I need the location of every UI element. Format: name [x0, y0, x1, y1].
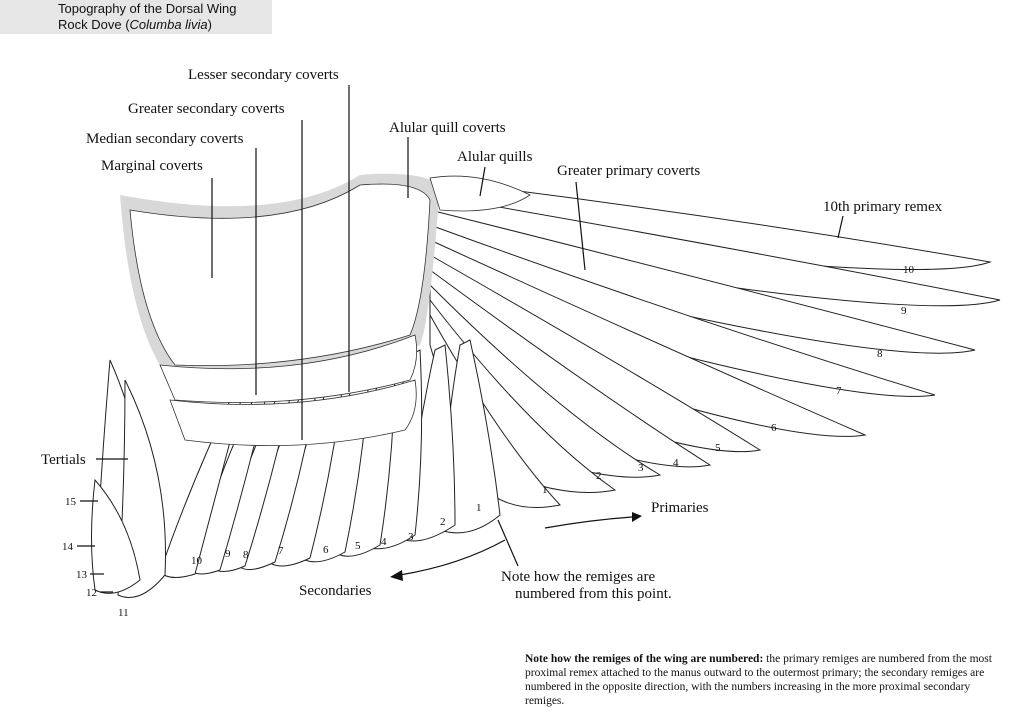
label-greater-secondary-coverts: Greater secondary coverts [128, 101, 285, 117]
primaries-arrow [544, 516, 633, 529]
secondary-number-1: 1 [476, 502, 482, 514]
label-note-line-2: numbered from this point. [515, 586, 672, 602]
tertial-feathers [91, 359, 166, 598]
primary-number-10: 10 [903, 264, 915, 276]
secondary-numbers: 1 2 3 4 5 6 7 8 9 10 [191, 502, 482, 567]
leader-greater-primary [575, 181, 586, 271]
primary-number-3: 3 [638, 462, 644, 474]
leader-lines [77, 85, 844, 593]
footnote-text: the primary remiges are numbered from th… [525, 653, 992, 707]
median-covert-row [159, 334, 418, 403]
side-number-13: 13 [76, 569, 88, 581]
side-number-15: 15 [65, 496, 77, 508]
secondary-number-7: 7 [278, 545, 284, 557]
secondaries-arrowhead [390, 570, 403, 581]
label-primaries: Primaries [651, 500, 709, 516]
leader-alular-quills [479, 166, 486, 197]
subtitle-suffix: ) [207, 17, 212, 32]
label-secondaries: Secondaries [299, 583, 372, 599]
primary-numbers: 1 2 3 4 5 6 7 8 9 10 [542, 264, 915, 496]
primary-number-6: 6 [771, 422, 777, 434]
secondary-number-2: 2 [440, 516, 446, 528]
lesser-covert-area [129, 183, 431, 367]
tertial-feather-3 [91, 478, 141, 594]
label-alular-quills: Alular quills [457, 149, 533, 165]
primary-number-8: 8 [877, 348, 883, 360]
side-number-11: 11 [118, 607, 129, 619]
secondary-number-3: 3 [408, 531, 414, 543]
primary-number-2: 2 [596, 470, 602, 482]
label-note-line-1: Note how the remiges are [501, 569, 655, 585]
label-marginal-coverts: Marginal coverts [101, 158, 203, 174]
covert-feathers [120, 173, 531, 446]
label-10th-primary-remex: 10th primary remex [823, 199, 943, 215]
greater-covert-row [169, 379, 417, 446]
figure-subtitle: Rock Dove (Columba livia) [58, 17, 212, 32]
primary-number-5: 5 [715, 442, 721, 454]
secondary-number-9: 9 [225, 548, 231, 560]
side-number-14: 14 [62, 541, 74, 553]
footnote: Note how the remiges of the wing are num… [525, 652, 995, 708]
secondary-feathers [159, 339, 501, 578]
label-lesser-secondary-coverts: Lesser secondary coverts [188, 67, 339, 83]
primary-number-4: 4 [673, 457, 679, 469]
primary-number-1: 1 [542, 484, 548, 496]
secondaries-arrow [399, 539, 506, 576]
primary-feathers [429, 179, 1001, 508]
secondary-number-5: 5 [355, 540, 361, 552]
label-median-secondary-coverts: Median secondary coverts [86, 131, 244, 147]
primaries-arrowhead [632, 512, 642, 522]
secondary-number-10: 10 [191, 555, 203, 567]
label-greater-primary-coverts: Greater primary coverts [557, 163, 700, 179]
primary-number-9: 9 [901, 305, 907, 317]
figure-title: Topography of the Dorsal Wing [58, 1, 237, 16]
label-tertials: Tertials [41, 452, 86, 468]
subtitle-prefix: Rock Dove ( [58, 17, 130, 32]
tertial-numbers: 15 14 13 12 11 [62, 496, 129, 619]
footnote-heading: Note how the remiges of the wing are num… [525, 653, 764, 665]
label-alular-quill-coverts: Alular quill coverts [389, 120, 506, 136]
primary-number-7: 7 [836, 385, 842, 397]
species-name: Columba livia [129, 17, 208, 32]
secondary-number-4: 4 [381, 536, 387, 548]
leader-note-point [497, 519, 519, 567]
secondary-number-8: 8 [243, 549, 249, 561]
side-number-12: 12 [86, 587, 97, 599]
secondary-number-6: 6 [323, 544, 329, 556]
header-bar: Topography of the Dorsal Wing Rock Dove … [0, 0, 272, 34]
leader-10th-primary [837, 215, 844, 239]
